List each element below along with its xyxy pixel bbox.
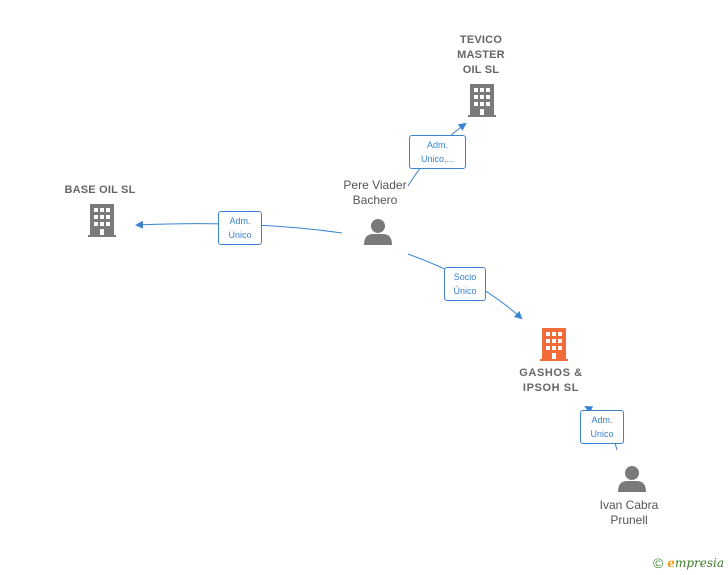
node-label-base-oil[interactable]: BASE OIL SL [64,184,136,196]
main-building-icon [540,328,568,361]
person-icon [364,219,392,245]
person-icon [618,466,646,492]
node-label-gashos[interactable]: GASHOS & IPSOH SL [519,367,583,394]
edge-label-pere-tevico: Adm. Unico,... [409,135,466,169]
node-label-ivan[interactable]: Ivan Cabra Prunell [599,498,659,527]
edge-label-ivan-gashos: Adm. Unico [580,410,624,444]
edge-label-pere-base: Adm. Unico [218,211,262,245]
node-label-pere[interactable]: Pere Viader Bachero [343,178,407,207]
brand-logo: empresia [667,556,724,570]
building-icon [468,84,496,117]
node-label-tevico[interactable]: TEVICO MASTER OIL SL [457,34,505,76]
copyright-icon: © [652,555,664,571]
brand-watermark: © empresia [653,555,724,571]
building-icon [88,204,116,237]
edge-label-pere-gashos: Socio Único [444,267,486,301]
